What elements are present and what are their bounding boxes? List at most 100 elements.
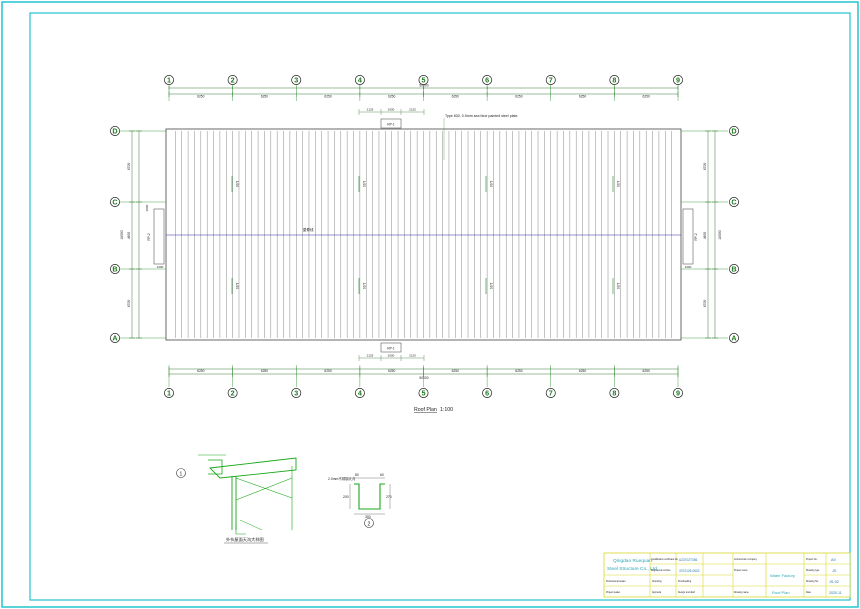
grid-bubble-col-top-label: 4 bbox=[358, 76, 362, 85]
left-row-dim: 6700 bbox=[127, 163, 131, 171]
grid-bubble-col-top-label: 7 bbox=[549, 76, 553, 85]
vent-top bbox=[380, 118, 402, 129]
detail-marker-2-label: 2 bbox=[368, 522, 371, 528]
grid-bubble-col-bottom: 6 bbox=[482, 388, 493, 398]
bottom-total-dim: 50000 bbox=[419, 376, 428, 380]
left-total-dim: 18000 bbox=[120, 230, 124, 239]
grid-bubble-col-top-circle bbox=[482, 75, 493, 85]
top-sub-dim-label: 2000 bbox=[388, 108, 395, 112]
vent-top-label: RP-1 bbox=[387, 123, 394, 127]
grid-bubble-col-top-label: 9 bbox=[676, 76, 680, 85]
grid-bubble-row-left-label: B bbox=[112, 265, 117, 274]
reg-label: Registered number bbox=[651, 569, 671, 572]
grid-bubble-col-bottom: 9 bbox=[673, 388, 683, 398]
plan-scale: 1:100 bbox=[440, 407, 453, 413]
bottom-bay-dim: 6250 bbox=[197, 369, 205, 373]
grid-bubble-col-top-label: 8 bbox=[612, 76, 616, 85]
grid-bubble-col-bottom-label: 1 bbox=[167, 389, 171, 398]
grid-bubble-col-bottom-circle bbox=[609, 388, 620, 398]
grid-bubble-row-left-circle bbox=[110, 197, 120, 207]
professional-label: Professional leader bbox=[606, 580, 626, 583]
grid-bubble-row-right: D bbox=[729, 126, 739, 136]
grid-bubble-col-top-circle bbox=[291, 75, 302, 85]
gutter-dim-depth2: 270 bbox=[386, 495, 392, 499]
grid-bubble-col-top: 2 bbox=[227, 75, 238, 85]
bottom-sub-dim-label: 2125 bbox=[367, 354, 374, 358]
right-row-dim: 6700 bbox=[703, 300, 707, 308]
roof-outline bbox=[165, 128, 682, 341]
bottom-bay-dim: 6250 bbox=[324, 369, 332, 373]
detail-marker-1-label: 1 bbox=[180, 472, 183, 478]
right-total-dim: 18000 bbox=[718, 230, 722, 239]
grid-bubble-col-bottom-label: 2 bbox=[231, 389, 235, 398]
dimension-lines: 6250625062506250625062506250625062506250… bbox=[120, 84, 722, 381]
grid-bubble-col-top: 7 bbox=[545, 75, 556, 85]
grid-bubble-col-bottom: 4 bbox=[354, 388, 365, 398]
grid-bubble-col-bottom: 7 bbox=[545, 388, 556, 398]
grid-bubble-row-left: D bbox=[110, 126, 120, 136]
grid-bubble-col-bottom-label: 7 bbox=[549, 389, 553, 398]
top-note: Type 830, 0.5mm sea blue painted steel p… bbox=[445, 114, 518, 118]
grid-bubble-col-bottom-label: 5 bbox=[422, 389, 426, 398]
top-bay-dim: 6250 bbox=[388, 95, 396, 99]
grid-bubble-col-bottom-label: 9 bbox=[676, 389, 680, 398]
grid-bubble-col-bottom-label: 4 bbox=[358, 389, 362, 398]
grid-bubble-row-left-circle bbox=[110, 264, 120, 274]
project-leader-label: Project leader bbox=[606, 591, 620, 594]
reg-value: 3702125-0602 bbox=[679, 569, 700, 573]
grid-bubble-row-left: C bbox=[110, 197, 120, 207]
vent-left bbox=[153, 208, 165, 265]
grid-bubble-col-top-circle bbox=[673, 75, 683, 85]
vent-right bbox=[682, 208, 694, 265]
top-sub-dim-label: 2125 bbox=[409, 108, 416, 112]
approval-label: Approval bbox=[652, 591, 662, 594]
top-bay-dim: 6250 bbox=[515, 95, 523, 99]
cert-label: Qualification certificate No. bbox=[651, 558, 679, 561]
grid-bubble-col-bottom-circle bbox=[164, 388, 174, 398]
bottom-bay-dim: 6250 bbox=[579, 369, 587, 373]
grid-bubble-row-right: A bbox=[729, 333, 739, 343]
left-side-dim: 2000 bbox=[145, 204, 149, 211]
cert-value: A23702T056 bbox=[679, 558, 697, 562]
gutter-dim-a: 80 bbox=[355, 473, 359, 477]
grid-bubble-row-right-label: C bbox=[731, 198, 736, 207]
grid-bubble-row-right-circle bbox=[729, 126, 739, 136]
grid-bubble-col-top-circle bbox=[227, 75, 238, 85]
grid-bubble-row-left: B bbox=[110, 264, 120, 274]
grid-bubble-row-left-label: D bbox=[112, 127, 117, 136]
grid-bubble-col-bottom: 5 bbox=[418, 388, 429, 398]
grid-bubble-col-bottom: 3 bbox=[291, 388, 302, 398]
slope-label: 1/20 bbox=[489, 181, 493, 187]
detail-marker-2 bbox=[364, 518, 374, 528]
grid-bubble-col-top-circle bbox=[609, 75, 620, 85]
grid-bubble-col-top-circle bbox=[545, 75, 556, 85]
slope-label: 1/20 bbox=[235, 283, 239, 289]
grid-bubble-col-bottom-label: 6 bbox=[485, 389, 489, 398]
left-row-dim: 4600 bbox=[127, 232, 131, 240]
bottom-bay-dim: 6250 bbox=[388, 369, 396, 373]
bottom-bay-dim: 6250 bbox=[261, 369, 269, 373]
grid-bubble-row-right: C bbox=[729, 197, 739, 207]
grid-bubble-col-bottom-circle bbox=[545, 388, 556, 398]
gutter-dim-b: 60 bbox=[380, 473, 384, 477]
company-line2: Steel Structure Co., Ltd bbox=[607, 566, 657, 572]
grid-bubble-col-top: 5 bbox=[418, 75, 429, 85]
grid-bubble-col-top: 8 bbox=[609, 75, 620, 85]
gutter-detail-1: 1 外伙屋面天沟大样图 bbox=[176, 454, 297, 544]
right-side-dim: 1200 bbox=[685, 265, 692, 269]
grid-bubble-row-left-circle bbox=[110, 126, 120, 136]
gutter-detail-2: 80 60 300 200 270 2.0mm不锈钢天沟 2 bbox=[328, 473, 392, 528]
grid-bubble-row-left-label: C bbox=[112, 198, 117, 207]
project-name: Water Factory bbox=[770, 573, 795, 578]
grid-bubble-col-top-label: 3 bbox=[294, 76, 298, 85]
grid-bubble-row-right-circle bbox=[729, 333, 739, 343]
ridge-label: 屋脊线 bbox=[303, 227, 314, 232]
drawing-type-label: Drawing type bbox=[806, 569, 820, 572]
grid-bubble-col-top-circle bbox=[418, 75, 429, 85]
grid-bubble-col-top-label: 6 bbox=[485, 76, 489, 85]
gutter-note: 2.0mm不锈钢天沟 bbox=[328, 476, 356, 481]
top-bay-dim: 6250 bbox=[324, 95, 332, 99]
